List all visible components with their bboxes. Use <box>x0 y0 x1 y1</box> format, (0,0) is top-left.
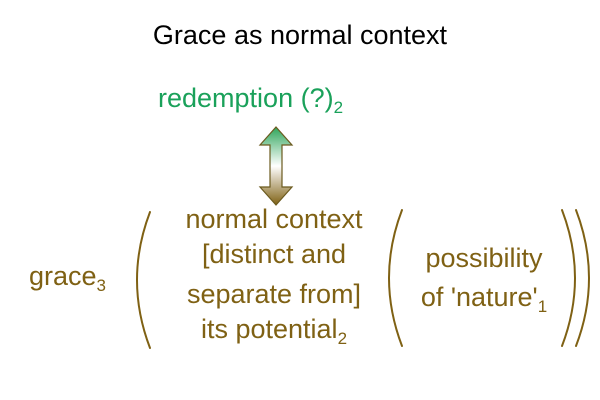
center-line-3: separate from] <box>186 279 362 309</box>
inner-left-paren <box>388 209 403 347</box>
right-line-2-label: of 'nature' <box>420 282 538 312</box>
diagram-title: Grace as normal context <box>152 20 448 50</box>
center-line-4-subscript: 2 <box>337 329 348 348</box>
outer-right-paren <box>575 209 590 347</box>
redemption-label: redemption (?) <box>158 83 334 113</box>
center-line-4: its potential2 <box>160 314 388 348</box>
grace-subscript: 3 <box>96 276 107 295</box>
outer-left-paren <box>136 211 151 349</box>
inner-right-paren <box>561 209 576 347</box>
grace-term: grace3 <box>29 261 107 295</box>
double-headed-vertical-arrow-icon <box>258 126 294 206</box>
center-line-1: normal context <box>185 204 363 234</box>
right-line-2-subscript: 1 <box>537 297 548 316</box>
redemption-subscript: 2 <box>333 98 344 117</box>
right-line-2: of 'nature'1 <box>404 282 564 316</box>
right-line-1: possibility <box>425 243 543 273</box>
grace-label: grace <box>29 261 97 291</box>
redemption-term: redemption (?)2 <box>158 83 344 117</box>
center-line-4-label: its potential <box>200 314 338 344</box>
center-line-2: [distinct and <box>201 239 347 269</box>
